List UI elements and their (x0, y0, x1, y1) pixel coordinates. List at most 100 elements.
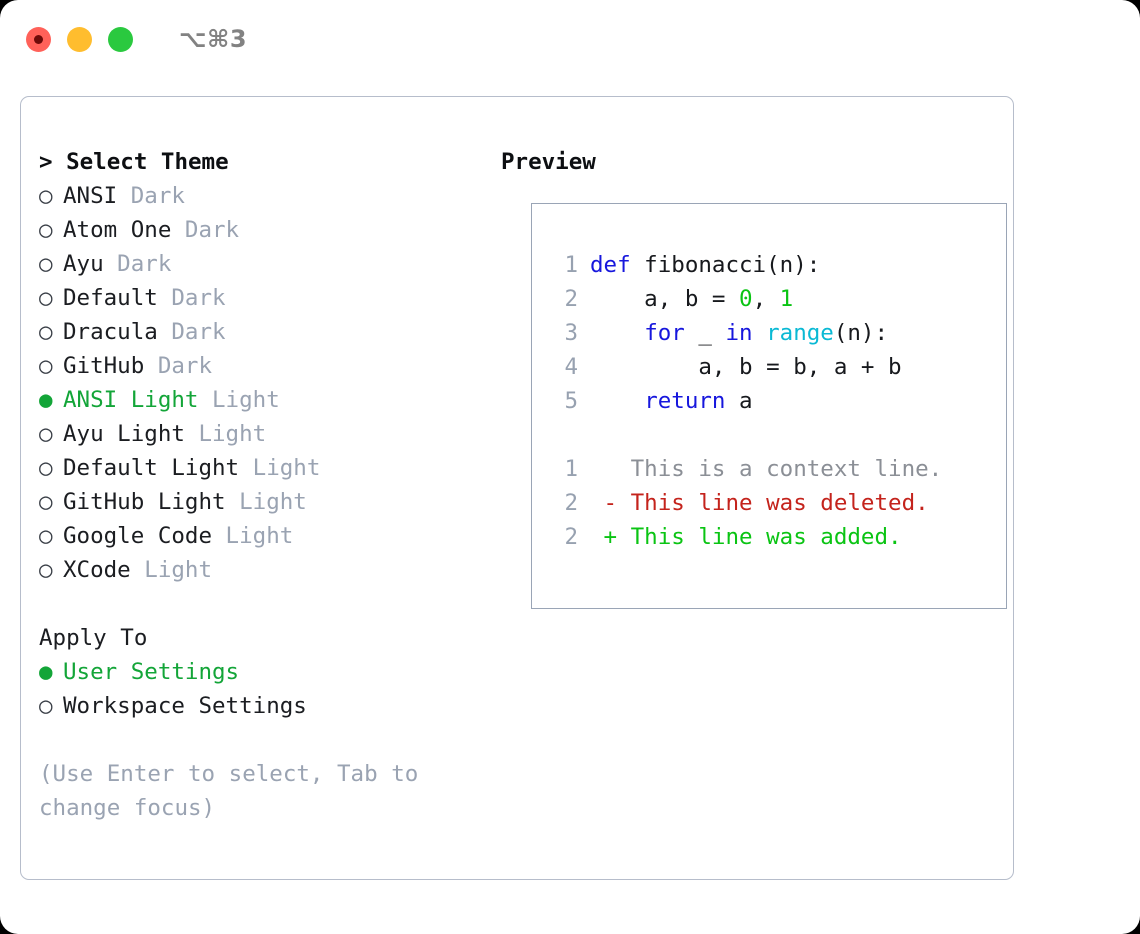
apply-item-0[interactable]: ● User Settings (39, 655, 499, 689)
content-panel: > Select Theme ○ANSI Dark○Atom One Dark○… (20, 96, 1014, 880)
hint-spacer (39, 723, 499, 757)
diff-line: 2 - This line was deleted. (544, 486, 942, 520)
theme-item-tag: Light (130, 557, 213, 583)
code-token: a (725, 388, 753, 414)
code-token: , (752, 286, 780, 312)
diff-marker: - (590, 490, 618, 516)
apply-item-label: User Settings (63, 659, 240, 685)
diff-marker: + (590, 524, 618, 550)
code-token: a, b = (590, 286, 740, 312)
line-number: 2 (564, 524, 578, 550)
code-token: (n): (833, 320, 889, 346)
theme-item-tag: Dark (117, 183, 185, 209)
close-button[interactable] (26, 26, 51, 52)
theme-item-11[interactable]: ○ XCode Light (39, 553, 499, 587)
code-line: 2 a, b = 0, 1 (544, 282, 942, 316)
apply-to-header: Apply To (39, 625, 148, 651)
line-number: 2 (564, 286, 578, 312)
theme-item-10[interactable]: ○Google Code Light (39, 519, 499, 553)
code-line: 5 return a (544, 384, 942, 418)
diff-text: This line was added. (617, 524, 902, 550)
maximize-button[interactable] (108, 26, 133, 52)
code-token: 1 (779, 286, 794, 312)
theme-item-tag: Dark (157, 285, 226, 311)
theme-item-label: Atom One (63, 217, 172, 243)
radio-unselected-icon: ○ (39, 285, 53, 311)
theme-item-label: ANSI Light (63, 387, 199, 413)
theme-item-9[interactable]: ○ GitHub Light Light (39, 485, 499, 519)
keyboard-shortcut-label: ⌥⌘3 (179, 25, 248, 53)
radio-unselected-icon: ○ (39, 523, 53, 549)
theme-item-label: GitHub Light (63, 489, 226, 515)
diff-line: 1 This is a context line. (544, 452, 942, 486)
diff-line: 2 + This line was added. (544, 520, 942, 554)
theme-item-7[interactable]: ○Ayu Light Light (39, 417, 499, 451)
apply-item-label: Workspace Settings (63, 693, 307, 719)
diff-text: This line was deleted. (617, 490, 929, 516)
theme-item-tag: Light (184, 421, 267, 447)
diff-marker (590, 456, 617, 482)
theme-picker-column: > Select Theme ○ANSI Dark○Atom One Dark○… (39, 145, 499, 825)
radio-unselected-icon: ○ (39, 183, 53, 209)
code-token (590, 320, 644, 346)
code-token: fibonacci(n): (630, 252, 821, 278)
radio-unselected-icon: ○ (39, 319, 53, 345)
theme-item-tag: Dark (103, 251, 172, 277)
radio-unselected-icon: ○ (39, 693, 53, 719)
theme-item-0[interactable]: ○ ANSI Dark (39, 179, 499, 213)
line-number: 1 (564, 252, 578, 278)
diff-text: This is a context line. (617, 456, 943, 482)
radio-selected-icon: ● (39, 659, 53, 685)
code-token: 0 (739, 286, 753, 312)
radio-unselected-icon: ○ (39, 217, 53, 243)
radio-unselected-icon: ○ (39, 557, 53, 583)
title-bar: ⌥⌘3 (0, 0, 1140, 78)
radio-unselected-icon: ○ (39, 489, 53, 515)
code-token (753, 320, 767, 346)
code-token: _ (684, 320, 726, 346)
theme-item-label: XCode (63, 557, 131, 583)
line-number: 2 (564, 490, 578, 516)
recording-dot-icon (34, 34, 43, 44)
theme-item-label: Dracula (63, 319, 158, 345)
theme-item-label: Ayu (63, 251, 104, 277)
list-spacer (39, 587, 499, 621)
theme-item-tag: Light (239, 455, 321, 481)
theme-item-5[interactable]: ○GitHub Dark (39, 349, 499, 383)
line-number: 5 (564, 388, 578, 414)
radio-unselected-icon: ○ (39, 455, 53, 481)
minimize-button[interactable] (67, 26, 92, 52)
select-theme-header: > Select Theme (39, 149, 229, 175)
theme-item-8[interactable]: ○Default Light Light (39, 451, 499, 485)
radio-selected-icon: ● (39, 387, 53, 413)
theme-item-tag: Dark (144, 353, 213, 379)
theme-item-tag: Dark (157, 319, 226, 345)
theme-item-tag: Dark (171, 217, 240, 243)
code-token: in (725, 320, 753, 346)
theme-item-label: ANSI (63, 183, 118, 209)
apply-item-1[interactable]: ○ Workspace Settings (39, 689, 499, 723)
theme-item-4[interactable]: ○ Dracula Dark (39, 315, 499, 349)
code-diff-separator (544, 418, 942, 452)
window-controls (26, 26, 133, 52)
code-token (590, 388, 644, 414)
theme-list[interactable]: ○ANSI Dark○Atom One Dark○Ayu Dark○Defaul… (39, 179, 499, 587)
theme-item-label: GitHub (63, 353, 145, 379)
radio-unselected-icon: ○ (39, 421, 53, 447)
line-number: 4 (564, 354, 578, 380)
code-line: 4 a, b = b, a + b (544, 350, 942, 384)
preview-header: Preview (501, 149, 596, 175)
theme-item-tag: Light (212, 523, 294, 549)
theme-item-6[interactable]: ●ANSI Light Light (39, 383, 499, 417)
apply-to-list[interactable]: ● User Settings ○ Workspace Settings (39, 655, 499, 723)
code-token: return (644, 388, 726, 414)
theme-item-1[interactable]: ○ Atom One Dark (39, 213, 499, 247)
theme-item-2[interactable]: ○Ayu Dark (39, 247, 499, 281)
code-token: for (644, 320, 685, 346)
theme-item-3[interactable]: ○Default Dark (39, 281, 499, 315)
theme-item-tag: Light (225, 489, 307, 515)
